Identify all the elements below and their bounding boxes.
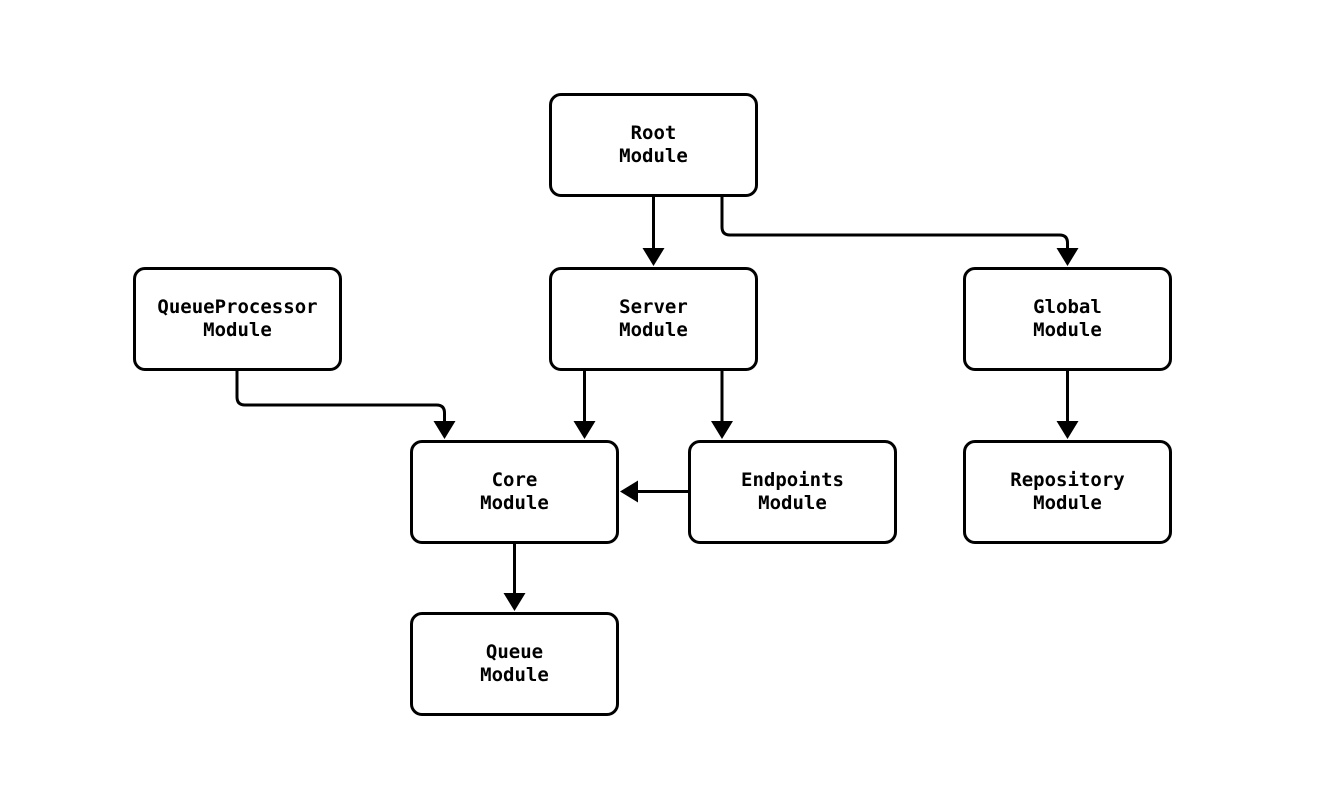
node-queue-module-label: Queue Module	[480, 641, 549, 686]
node-queue-module: Queue Module	[410, 612, 619, 716]
arrowhead-root-to-global	[1056, 248, 1079, 266]
edge-queueprocessor-to-core	[235, 371, 446, 422]
node-repository-module: Repository Module	[963, 440, 1172, 544]
arrowhead-queueprocessor-to-core	[433, 421, 456, 439]
node-server-module: Server Module	[549, 267, 758, 371]
node-server-module-label: Server Module	[619, 296, 688, 341]
arrowhead-root-to-server	[642, 248, 665, 266]
node-root-module: Root Module	[549, 93, 758, 197]
node-endpoints-module-label: Endpoints Module	[741, 469, 844, 514]
arrowhead-endpoints-to-core	[620, 480, 638, 503]
node-core-module-label: Core Module	[480, 469, 549, 514]
arrowhead-server-to-endpoints	[711, 421, 733, 439]
node-repository-module-label: Repository Module	[1010, 469, 1125, 514]
arrowhead-core-to-queue	[503, 593, 526, 611]
node-core-module: Core Module	[410, 440, 619, 544]
node-global-module-label: Global Module	[1033, 296, 1102, 341]
node-root-module-label: Root Module	[619, 122, 688, 167]
node-global-module: Global Module	[963, 267, 1172, 371]
node-queueprocessor-module-label: QueueProcessor Module	[157, 296, 318, 341]
node-endpoints-module: Endpoints Module	[688, 440, 897, 544]
arrowhead-server-to-core	[573, 421, 596, 439]
arrowhead-global-to-repository	[1056, 421, 1079, 439]
node-queueprocessor-module: QueueProcessor Module	[133, 267, 342, 371]
edge-root-to-global	[720, 197, 1069, 249]
